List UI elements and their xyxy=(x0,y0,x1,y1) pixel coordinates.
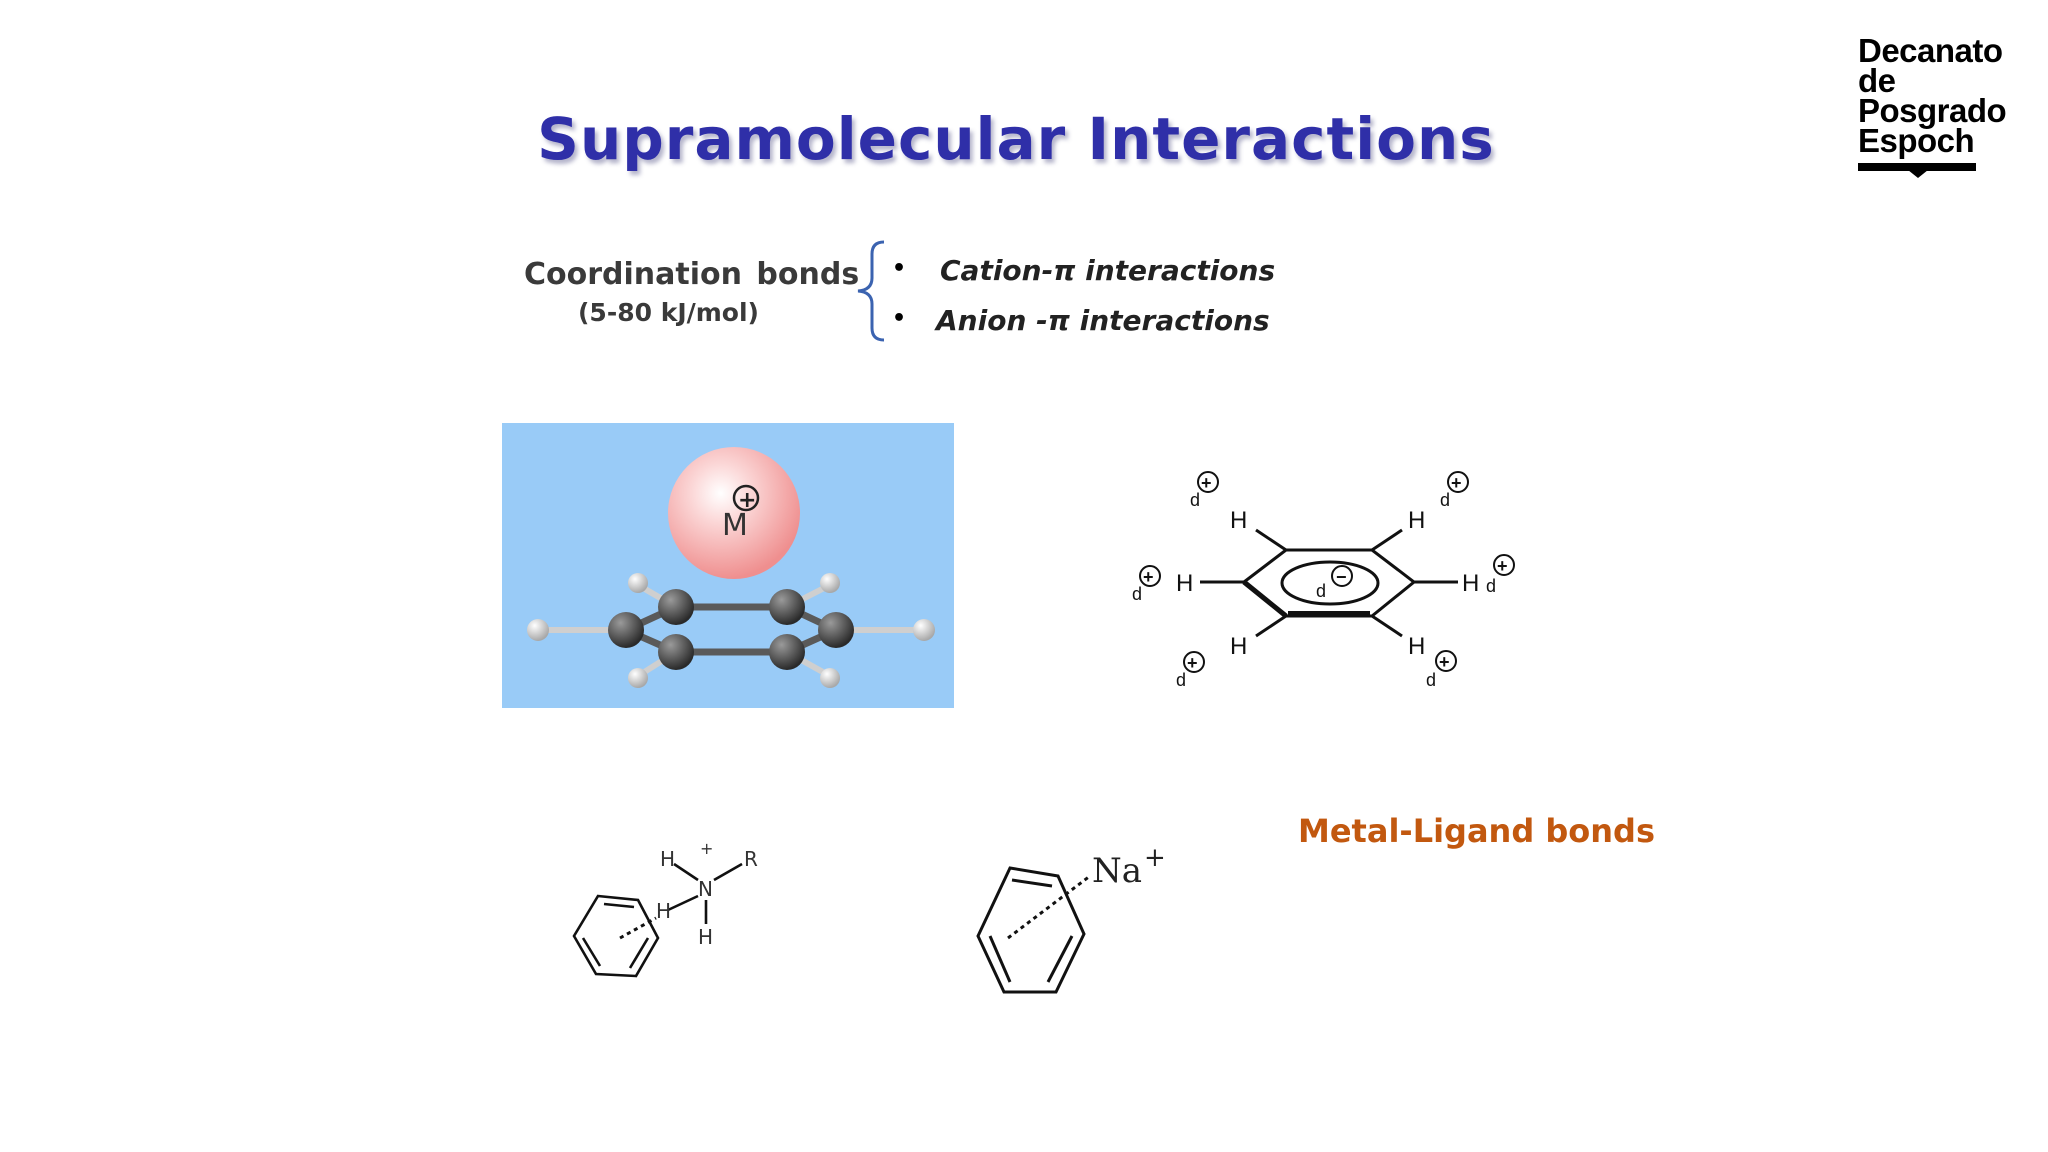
partial-positive-tr: d + xyxy=(1440,471,1469,510)
partial-positive-bl: d + xyxy=(1176,651,1205,690)
ammonium-benzene-structure: H + R N H H xyxy=(572,839,758,978)
svg-text:d: d xyxy=(1486,576,1496,596)
svg-text:+: + xyxy=(1201,473,1212,493)
h-label-tr: H xyxy=(1408,507,1425,534)
center-delta: d xyxy=(1316,581,1326,601)
metal-sphere xyxy=(668,447,800,579)
svg-text:d: d xyxy=(1440,490,1450,510)
slide-title: Supramolecular Interactions xyxy=(537,105,1495,173)
sodium-benzene-structure: Na + xyxy=(976,843,1166,994)
partial-positive-l: d + xyxy=(1132,565,1161,604)
bullet-text-anion: Anion -π interactions xyxy=(936,304,1270,337)
center-ellipse xyxy=(1280,560,1380,606)
carbon-atoms xyxy=(608,589,854,670)
metal-ligand-label: Metal-Ligand bonds xyxy=(1298,812,1655,850)
coordination-energy: (5-80 kJ/mol) xyxy=(578,298,759,327)
atom-n: N xyxy=(698,877,713,901)
center-charge: − xyxy=(1336,567,1347,587)
partial-positive-r: d + xyxy=(1486,554,1515,596)
metal-charge-circle xyxy=(732,484,760,512)
svg-text:+: + xyxy=(1497,556,1508,576)
svg-text:+: + xyxy=(1187,653,1198,673)
svg-text:d: d xyxy=(1176,670,1186,690)
coordination-label: Coordination bonds xyxy=(524,257,860,292)
metal-label: M xyxy=(722,508,748,543)
hydrogen-atoms xyxy=(527,573,935,688)
partial-positive-br: d + xyxy=(1426,650,1457,690)
atom-plus: + xyxy=(700,839,713,858)
atom-r: R xyxy=(744,847,758,871)
h-label-tl: H xyxy=(1230,507,1247,534)
benzene-ring-left xyxy=(572,894,660,978)
sodium-ion: Na xyxy=(1092,851,1142,891)
atom-h-left: H xyxy=(656,899,671,923)
atom-h-top: H xyxy=(660,847,675,871)
svg-text:d: d xyxy=(1426,670,1436,690)
h-label-bl: H xyxy=(1230,633,1247,660)
book-underline-icon xyxy=(1858,163,1976,178)
svg-text:+: + xyxy=(1451,473,1462,493)
h-label-l: H xyxy=(1176,570,1193,597)
h-label-br: H xyxy=(1408,633,1425,660)
metal-charge: + xyxy=(738,488,756,513)
logo-line-1: Decanato xyxy=(1858,32,2003,69)
atom-h-bottom: H xyxy=(698,925,713,949)
svg-text:d: d xyxy=(1132,584,1142,604)
h-label-r: H xyxy=(1462,570,1479,597)
logo: Decanato de Posgrado Espoch xyxy=(1858,32,2048,180)
partial-positive-tl: d + xyxy=(1190,471,1219,510)
cation-pi-model: M + xyxy=(502,423,954,708)
benzene-hexagon xyxy=(1241,548,1417,618)
svg-text:d: d xyxy=(1190,490,1200,510)
benzene-ring-right xyxy=(976,866,1086,994)
svg-text:+: + xyxy=(1439,652,1450,672)
logo-line-3: Espoch xyxy=(1858,122,1975,159)
anion-pi-diagram: d − H H H H H H d + d + d + xyxy=(1132,471,1515,690)
curly-brace xyxy=(857,240,885,342)
bullet-text-cation: Cation-π interactions xyxy=(940,254,1276,287)
svg-text:+: + xyxy=(1143,567,1154,587)
logo-line-2: de Posgrado xyxy=(1858,62,2007,129)
sodium-charge: + xyxy=(1144,843,1166,873)
